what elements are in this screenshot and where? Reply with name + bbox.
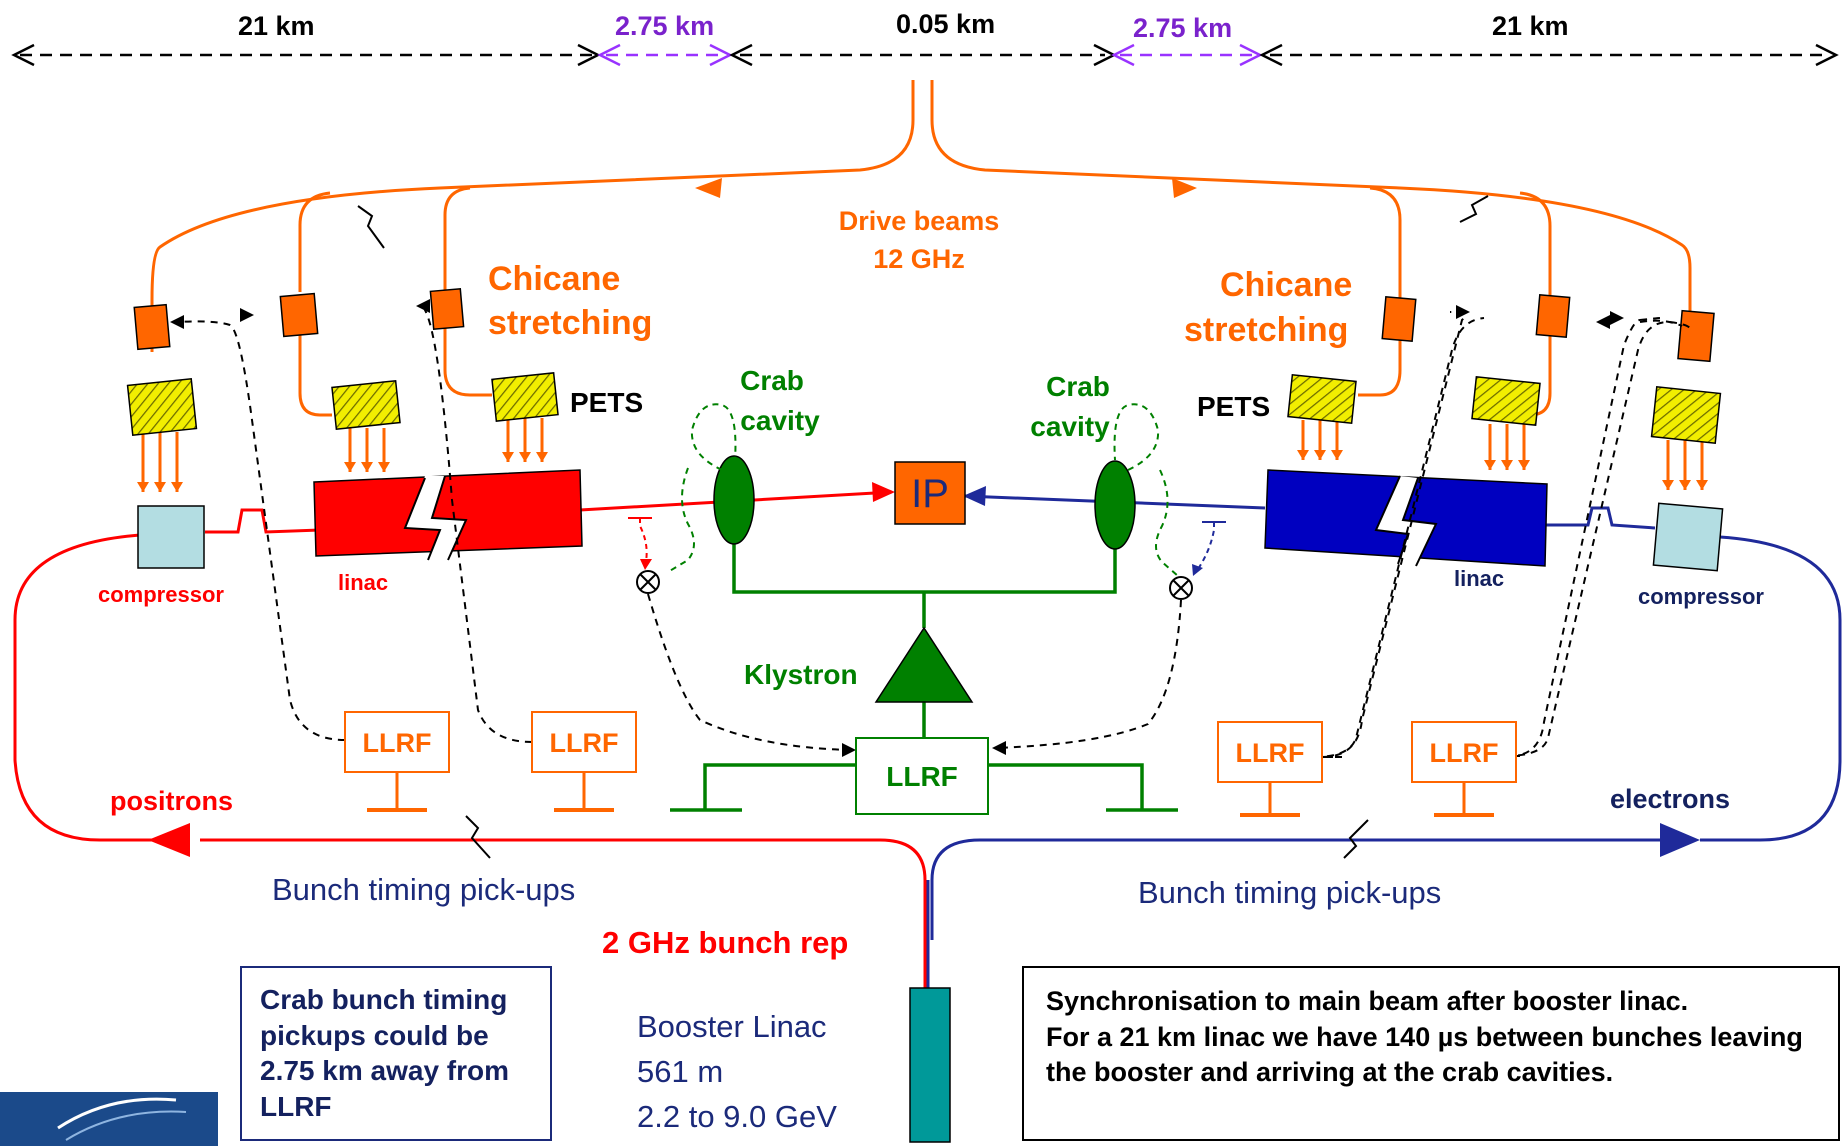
compressor-left	[137, 505, 205, 569]
ip-box	[894, 461, 966, 525]
main-beam-arrowheads	[148, 482, 1700, 857]
logo	[0, 1092, 218, 1146]
electrons-label: electrons	[1610, 784, 1730, 814]
distance-right-inner: 2.75 km	[1133, 13, 1232, 43]
booster-linac-length: 561 m	[637, 1054, 724, 1089]
booster-linac-name: Booster Linac	[637, 1009, 827, 1044]
chicane-left-label-2: stretching	[488, 304, 652, 342]
distance-left-inner: 2.75 km	[615, 11, 714, 41]
llrf-label-4: LLRF	[1430, 738, 1499, 768]
crab-cavity-right	[1094, 460, 1136, 550]
crab-feedback-loops	[667, 403, 1179, 577]
llrf-label-center: LLRF	[886, 761, 958, 792]
chicane-boxes	[133, 287, 1715, 363]
main-beam-break-marks	[465, 815, 1369, 859]
distance-left-outer: 21 km	[238, 11, 315, 41]
drive-beam-break-marks	[357, 195, 1489, 249]
pets-box	[1471, 375, 1541, 427]
chicane-box	[279, 292, 319, 338]
pets-box	[491, 372, 559, 422]
llrf-label-2: LLRF	[550, 728, 619, 758]
llrf-box-1	[344, 711, 450, 773]
compressor-left-label: compressor	[98, 582, 224, 607]
drive-beam-lines	[141, 80, 1704, 492]
chicane-right-label-2: stretching	[1184, 311, 1348, 349]
distance-right-outer: 21 km	[1492, 11, 1569, 41]
crab-right-label-2: cavity	[1030, 411, 1110, 442]
chicane-box	[1381, 295, 1417, 343]
chicane-box	[1677, 309, 1715, 363]
pets-right-label: PETS	[1197, 391, 1270, 422]
compressor-right	[1652, 502, 1724, 572]
positrons-label: positrons	[110, 786, 233, 816]
beam-pickups	[628, 517, 1226, 576]
synchronisation-note-line2: For a 21 km linac we have 140 µs between…	[1046, 1021, 1803, 1088]
llrf-label-1: LLRF	[363, 728, 432, 758]
chicane-right-label: Chicane	[1220, 266, 1352, 304]
crab-pickups-note-text: Crab bunch timing pickups could be 2.75 …	[260, 984, 510, 1122]
pets-box	[126, 377, 198, 437]
llrf-box-center	[855, 737, 989, 815]
linac-left-label: linac	[338, 570, 388, 595]
chicane-box	[133, 303, 171, 351]
bunch-rep-label: 2 GHz bunch rep	[602, 925, 848, 960]
control-arrowheads	[170, 299, 1624, 757]
phase-detector-left	[636, 570, 660, 594]
pickups-right-label: Bunch timing pick-ups	[1138, 875, 1441, 910]
phase-detector-right	[1169, 576, 1193, 600]
crab-cavity-left	[713, 455, 755, 545]
drive-beam-arrowheads	[137, 178, 1708, 492]
linac-left	[313, 469, 583, 561]
pets-left-label: PETS	[570, 387, 643, 418]
llrf-box-4	[1411, 721, 1517, 783]
crab-left-label-2: cavity	[740, 405, 820, 436]
drive-beams-frequency: 12 GHz	[873, 244, 965, 274]
chicane-left-label: Chicane	[488, 260, 620, 298]
crab-right-label: Crab	[1046, 371, 1110, 402]
linac-right	[1264, 469, 1548, 567]
pets-box	[1650, 385, 1722, 445]
pets-boxes	[126, 372, 1722, 445]
klystron-triangle	[874, 626, 974, 703]
crab-pickups-note: Crab bunch timing pickups could be 2.75 …	[240, 966, 552, 1141]
compressor-right-label: compressor	[1638, 584, 1764, 609]
chicane-box	[429, 287, 465, 331]
pets-box	[331, 379, 401, 431]
synchronisation-note: Synchronisation to main beam after boost…	[1022, 966, 1840, 1141]
klystron-label: Klystron	[744, 659, 858, 690]
chicane-box	[1535, 293, 1571, 339]
drive-beams-label: Drive beams	[839, 206, 1000, 236]
booster-linac-energy: 2.2 to 9.0 GeV	[637, 1099, 837, 1134]
llrf-units	[344, 711, 1517, 817]
pickups-left-label: Bunch timing pick-ups	[272, 872, 575, 907]
booster-linac	[909, 987, 951, 1143]
control-lines	[177, 301, 1691, 758]
pets-box	[1287, 373, 1357, 425]
crab-cavity-rf	[670, 544, 1178, 812]
crab-left-label: Crab	[740, 365, 804, 396]
llrf-label-3: LLRF	[1236, 738, 1305, 768]
synchronisation-note-line1: Synchronisation to main beam after boost…	[1046, 986, 1689, 1016]
ip-label: IP	[911, 472, 949, 516]
llrf-box-3	[1217, 721, 1323, 783]
linac-right-label: linac	[1454, 566, 1504, 591]
distance-arrows	[11, 43, 1839, 67]
distance-center: 0.05 km	[896, 9, 995, 39]
